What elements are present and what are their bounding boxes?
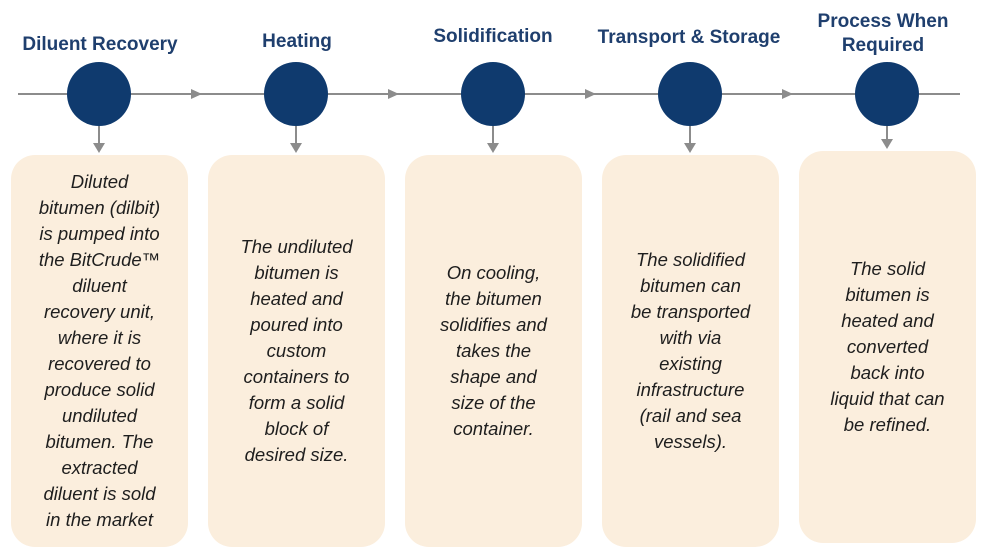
stage-connector-arrow-4: [684, 143, 696, 153]
stage-card-process-when-required: The solid bitumen is heated and converte…: [799, 151, 976, 543]
stage-connector-arrow-1: [93, 143, 105, 153]
stage-node-2: [264, 62, 328, 126]
stage-description: Diluted bitumen (dilbit) is pumped into …: [38, 171, 161, 530]
timeline-arrow-3: [585, 89, 596, 99]
stage-description: On cooling, the bitumen solidifies and t…: [440, 262, 547, 439]
timeline-arrow-2: [388, 89, 399, 99]
stage-title-process-when-required: Process When Required: [817, 11, 949, 56]
stage-description: The solid bitumen is heated and converte…: [830, 258, 945, 435]
stage-connector-arrow-3: [487, 143, 499, 153]
stage-connector-arrow-5: [881, 139, 893, 149]
stage-title-solidification: Solidification: [433, 26, 553, 47]
stage-description: The undiluted bitumen is heated and pour…: [240, 236, 353, 465]
stage-card-diluent-recovery: Diluted bitumen (dilbit) is pumped into …: [11, 155, 188, 547]
stage-card-solidification: On cooling, the bitumen solidifies and t…: [405, 155, 582, 547]
stage-title-diluent-recovery: Diluent Recovery: [22, 34, 178, 55]
stage-node-5: [855, 62, 919, 126]
stage-node-4: [658, 62, 722, 126]
stage-connector-arrow-2: [290, 143, 302, 153]
stage-description: The solidified bitumen can be transporte…: [630, 249, 751, 452]
stage-card-heating: The undiluted bitumen is heated and pour…: [208, 155, 385, 547]
timeline-arrow-4: [782, 89, 793, 99]
stage-node-1: [67, 62, 131, 126]
stage-card-transport-storage: The solidified bitumen can be transporte…: [602, 155, 779, 547]
stage-title-heating: Heating: [262, 31, 332, 52]
stage-title-transport-storage: Transport & Storage: [597, 27, 781, 48]
stage-node-3: [461, 62, 525, 126]
timeline-arrow-1: [191, 89, 202, 99]
